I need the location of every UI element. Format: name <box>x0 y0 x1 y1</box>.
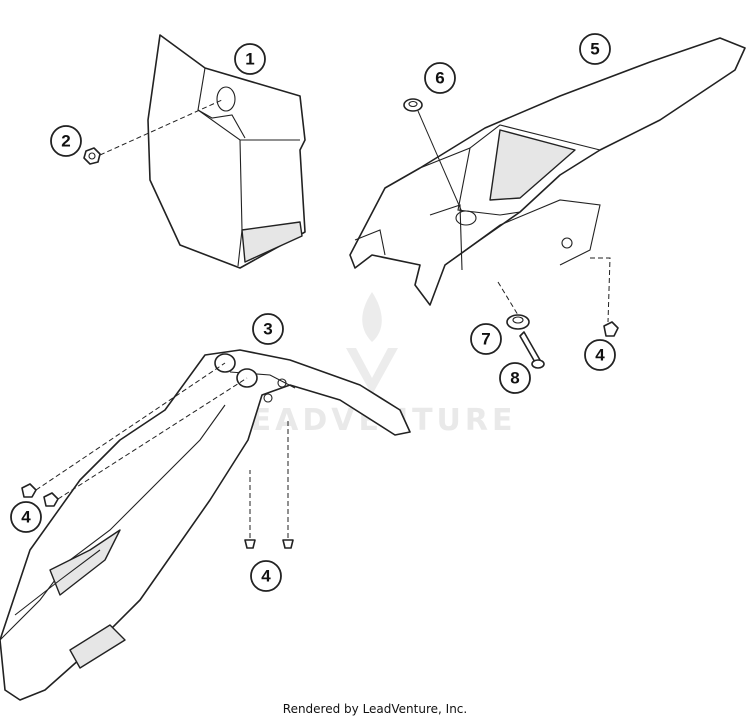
callout-7: 7 <box>470 323 502 355</box>
callout-5: 5 <box>579 33 611 65</box>
footer-credit: Rendered by LeadVenture, Inc. <box>282 702 468 716</box>
callout-6: 6 <box>424 62 456 94</box>
leader-4-rear <box>590 257 611 323</box>
callout-8: 8 <box>499 362 531 394</box>
part-2-nut <box>83 147 101 165</box>
callout-3: 3 <box>252 313 284 345</box>
leader-4a <box>35 362 226 491</box>
callout-4-front-label: 4 <box>21 508 31 527</box>
leader-2 <box>99 99 223 156</box>
part-4-rear-bolt <box>603 321 619 337</box>
part-4-lower-screws <box>244 420 294 549</box>
part-3-front-fender <box>0 349 411 701</box>
callout-4-lower: 4 <box>250 560 282 592</box>
part-7-spacer <box>506 314 530 330</box>
part-6-grommet <box>403 98 423 112</box>
callout-5-label: 5 <box>590 40 599 59</box>
callout-7-label: 7 <box>481 330 490 349</box>
part-4-front-bolts <box>21 362 248 507</box>
callout-8-label: 8 <box>510 369 519 388</box>
leader-7 <box>497 281 519 316</box>
flame-v-logo-icon <box>346 292 398 395</box>
leader-4b <box>57 377 248 500</box>
callout-4-rear: 4 <box>584 339 616 371</box>
callout-1: 1 <box>234 43 266 75</box>
callout-2-label: 2 <box>61 132 70 151</box>
callout-6-label: 6 <box>435 69 444 88</box>
callout-4-rear-label: 4 <box>595 346 605 365</box>
callout-4-front: 4 <box>10 501 42 533</box>
part-1-front-plate <box>147 34 306 269</box>
part-8-screw <box>519 331 545 369</box>
callout-1-label: 1 <box>245 50 254 69</box>
callout-3-label: 3 <box>263 320 272 339</box>
leader-6 <box>417 110 463 213</box>
part-5-rear-fender <box>349 37 746 306</box>
callout-4-lower-label: 4 <box>261 567 271 586</box>
callout-2: 2 <box>50 125 82 157</box>
